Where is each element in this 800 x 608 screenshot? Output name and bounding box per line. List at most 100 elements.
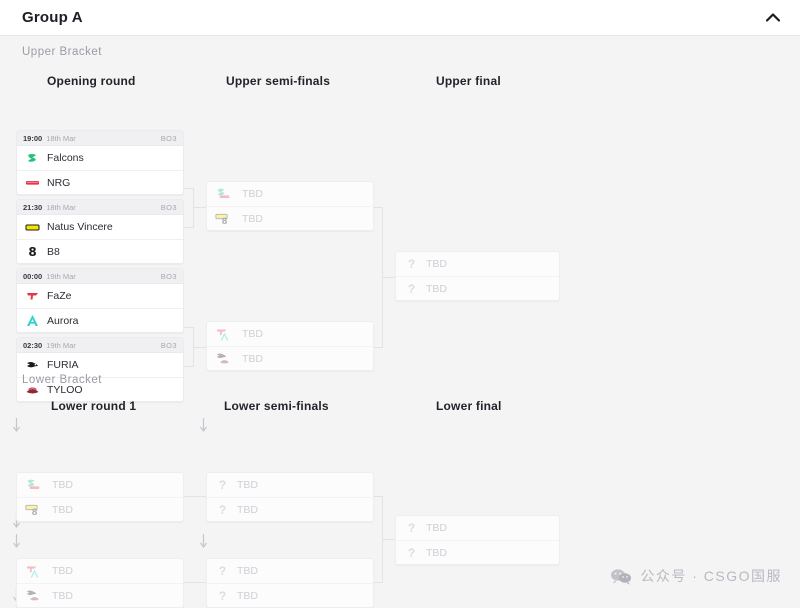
question-mark-icon: ? [407,257,416,271]
team-logo-stack [25,477,45,494]
connector [183,227,193,228]
team-name: TBD [426,546,447,559]
team-row[interactable]: Falcons [17,146,183,170]
team-name: NRG [47,176,71,189]
match-format: BO3 [160,340,177,350]
team-row[interactable]: FURIA [17,353,183,377]
match-time: 00:00 [23,271,43,281]
team-row[interactable]: TBD [207,322,373,346]
round-title-upper-final: Upper final [436,74,501,88]
connector [183,366,193,367]
aurora-logo [220,331,229,341]
team-name: Falcons [47,152,84,164]
tyloo-logo [220,360,229,364]
match-card[interactable]: TBD TBD [206,321,374,371]
match-card[interactable]: 19:00 18th Mar BO3 Falcons NRG [16,130,184,195]
team-row[interactable]: Aurora [17,308,183,332]
page-title: Group A [22,9,83,26]
team-row[interactable]: ? TBD [207,559,373,583]
match-card[interactable]: ? TBD ? TBD [395,515,560,565]
team-name: TBD [426,258,447,270]
round-title-upper-semis: Upper semi-finals [226,74,331,88]
team-name: TBD [426,282,447,295]
team-row[interactable]: 8 TBD [17,497,183,521]
lower-bracket-label: Lower Bracket [22,374,103,386]
connector [193,207,208,208]
faze-logo [216,328,227,335]
team-row[interactable]: TBD [17,473,183,497]
team-row[interactable]: Natus Vincere [17,215,183,239]
falcons-logo [217,188,225,195]
team-row[interactable]: TBD [17,559,183,583]
connector [193,188,194,228]
connector [193,347,208,348]
drop-arrow-icon [199,418,208,434]
team-row[interactable]: TYLOO [17,377,183,401]
team-name: TBD [237,503,258,516]
question-mark-icon: ? [407,281,416,296]
aurora-logo [25,313,40,328]
question-mark-icon: ? [218,588,227,603]
match-card[interactable]: 00:00 19th Mar BO3 FaZe Aurora [16,268,184,333]
connector [184,582,208,583]
match-card[interactable]: TBD TBD [16,558,184,608]
match-card[interactable]: 02:30 19th Mar BO3 FURIA TYLOO [16,337,184,402]
connector [372,207,382,208]
team-row[interactable]: ? TBD [396,276,559,300]
team-name: TBD [52,479,73,491]
match-date: 18th Mar [46,133,76,143]
falcons-logo [27,479,35,486]
team-row[interactable]: ? TBD [207,497,373,521]
team-row[interactable]: ? TBD [207,473,373,497]
team-row[interactable]: 8 B8 [17,239,183,263]
team-row[interactable]: ? TBD [396,540,559,564]
round-title-lower-final: Lower final [436,399,502,413]
team-row[interactable]: ? TBD [396,516,559,540]
team-name: TBD [237,479,258,491]
drop-arrow-icon [199,534,208,550]
team-logo-stack [215,186,235,203]
team-row[interactable]: TBD [17,583,183,607]
team-name: B8 [47,245,60,258]
connector [372,496,382,497]
round-title-lower-r1: Lower round 1 [51,399,137,413]
team-row[interactable]: ? TBD [207,583,373,607]
furia-logo [216,353,227,359]
team-logo-stack: 8 [25,501,45,518]
b8-logo: 8 [221,217,227,226]
connector [372,582,382,583]
match-meta: 02:30 19th Mar BO3 [17,338,183,353]
team-name: TBD [52,565,73,577]
match-card[interactable]: 21:30 18th Mar BO3 Natus Vincere 8 B8 [16,199,184,264]
match-card[interactable]: TBD 8 TBD [206,181,374,231]
match-meta: 21:30 18th Mar BO3 [17,200,183,215]
match-format: BO3 [160,133,177,143]
match-card[interactable]: ? TBD ? TBD [395,251,560,301]
connector [382,277,397,278]
team-name: TBD [242,328,263,340]
team-name: FaZe [47,290,72,302]
question-mark-icon: ? [407,545,416,560]
match-date: 19th Mar [46,340,76,350]
team-row[interactable]: 8 TBD [207,206,373,230]
team-row[interactable]: TBD [207,346,373,370]
team-row[interactable]: TBD [207,182,373,206]
match-time: 21:30 [23,202,43,212]
furia-logo [25,358,40,373]
match-card[interactable]: TBD 8 TBD [16,472,184,522]
b8-logo: 8 [25,244,40,259]
team-row[interactable]: NRG [17,170,183,194]
group-header: Group A [0,0,800,36]
match-time: 19:00 [23,133,43,143]
navi-logo [25,220,40,235]
team-logo-stack [25,563,45,580]
team-name: TBD [242,188,263,200]
team-row[interactable]: FaZe [17,284,183,308]
chevron-up-icon[interactable] [764,9,782,27]
team-row[interactable]: ? TBD [396,252,559,276]
team-name: FURIA [47,359,79,371]
navi-logo [25,504,38,511]
match-card[interactable]: ? TBD ? TBD [206,558,374,608]
match-card[interactable]: ? TBD ? TBD [206,472,374,522]
connector [372,347,382,348]
